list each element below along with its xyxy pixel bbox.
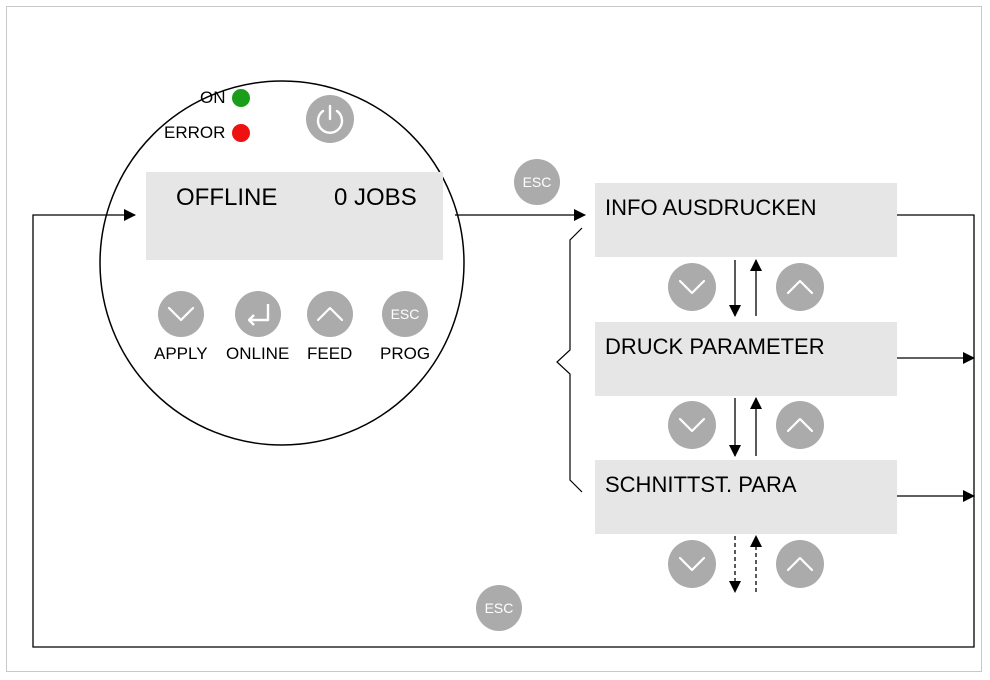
display-status: OFFLINE: [176, 184, 278, 211]
apply-button[interactable]: [158, 291, 204, 337]
esc-icon: ESC: [390, 306, 420, 322]
led-on-label: ON: [200, 88, 226, 107]
led-error-label: ERROR: [164, 123, 226, 142]
esc-icon: ESC: [484, 600, 514, 616]
chevron-up-icon: [786, 279, 814, 295]
lcd-display: OFFLINE 0 JOBS: [146, 172, 443, 260]
chevron-down-icon: [678, 279, 706, 295]
menu-item-label: SCHNITTST. PARA: [605, 472, 797, 497]
menu-item-info-ausdrucken[interactable]: INFO AUSDRUCKEN: [595, 183, 897, 257]
menu-brace: [556, 227, 583, 493]
menu-item-label: DRUCK PARAMETER: [605, 334, 825, 359]
power-icon: [316, 104, 344, 134]
led-on-indicator: [232, 89, 250, 107]
power-button[interactable]: [306, 95, 354, 143]
chevron-down-icon: [167, 306, 195, 322]
esc-bottom-button[interactable]: ESC: [476, 585, 522, 631]
menu-item-label: INFO AUSDRUCKEN: [605, 195, 817, 220]
nav-up-button-1[interactable]: [776, 263, 824, 311]
apply-label: APPLY: [154, 344, 208, 363]
nav-down-button-2[interactable]: [668, 401, 716, 449]
diagram-frame: [6, 6, 982, 672]
feed-label: FEED: [307, 344, 353, 363]
prog-esc-button[interactable]: ESC: [382, 291, 428, 337]
esc-icon: ESC: [522, 174, 552, 190]
feed-button[interactable]: [307, 291, 353, 337]
control-panel-outline: [99, 80, 465, 446]
nav-up-button-3[interactable]: [776, 540, 824, 588]
chevron-up-icon: [316, 306, 344, 322]
menu-item-druck-parameter[interactable]: DRUCK PARAMETER: [595, 322, 897, 396]
chevron-up-icon: [786, 556, 814, 572]
esc-top-button[interactable]: ESC: [514, 159, 560, 205]
prog-label: PROG: [380, 344, 431, 363]
nav-down-button-1[interactable]: [668, 263, 716, 311]
enter-icon: [247, 304, 270, 326]
esc-return-loop: [32, 209, 975, 648]
chevron-down-icon: [678, 556, 706, 572]
led-error-indicator: [232, 124, 250, 142]
online-button[interactable]: [235, 291, 281, 337]
nav-down-button-3[interactable]: [668, 540, 716, 588]
chevron-up-icon: [786, 417, 814, 433]
nav-up-button-2[interactable]: [776, 401, 824, 449]
display-jobs: 0 JOBS: [334, 184, 417, 211]
menu-item-schnittst-para[interactable]: SCHNITTST. PARA: [595, 460, 897, 534]
online-label: ONLINE: [226, 344, 290, 363]
chevron-down-icon: [678, 417, 706, 433]
